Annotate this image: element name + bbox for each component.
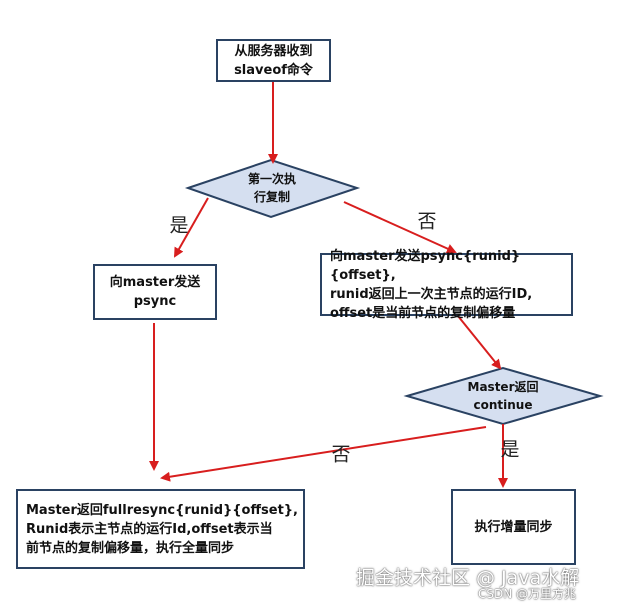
- node-start: 从服务器收到 slaveof命令: [216, 39, 331, 82]
- watermark-sub: CSDN @万里方兆: [478, 587, 577, 601]
- arrow-no-to-fullresync: [160, 426, 487, 482]
- node-incremental: 执行增量同步: [451, 489, 576, 565]
- arrow-no-to-psync-runid: [343, 201, 457, 254]
- node-first-time-label: 第一次执 行复制: [247, 172, 297, 204]
- watermark-main: 掘金技术社区 @ Java水解: [356, 567, 580, 589]
- node-fullresync: Master返回fullresync{runid}{offset}, Runid…: [16, 489, 305, 569]
- node-send-psync-runid-label: 向master发送psync{runid}{offset}, runid返回上一…: [330, 248, 533, 321]
- node-fullresync-label: Master返回fullresync{runid}{offset}, Runid…: [26, 502, 298, 556]
- node-master-continue-label: Master返回 continue: [467, 380, 539, 412]
- node-send-psync-runid: 向master发送psync{runid}{offset}, runid返回上一…: [320, 249, 573, 321]
- arrow-runid-to-continue: [457, 315, 502, 370]
- edge-label-no-2: 否: [331, 443, 351, 466]
- node-send-psync-label: 向master发送 psync: [109, 275, 201, 309]
- diamond-first-time-shape: [184, 158, 361, 219]
- node-start-label: 从服务器收到 slaveof命令: [234, 43, 313, 78]
- edge-label-yes-2: 是: [500, 438, 520, 461]
- arrow-yes-to-psync: [174, 197, 209, 258]
- node-incremental-label: 执行增量同步: [474, 519, 553, 535]
- edge-label-yes-1: 是: [169, 214, 189, 237]
- node-send-psync: 向master发送 psync: [93, 264, 217, 320]
- edge-label-no-1: 否: [417, 210, 437, 233]
- diamond-master-continue-shape: [403, 366, 604, 426]
